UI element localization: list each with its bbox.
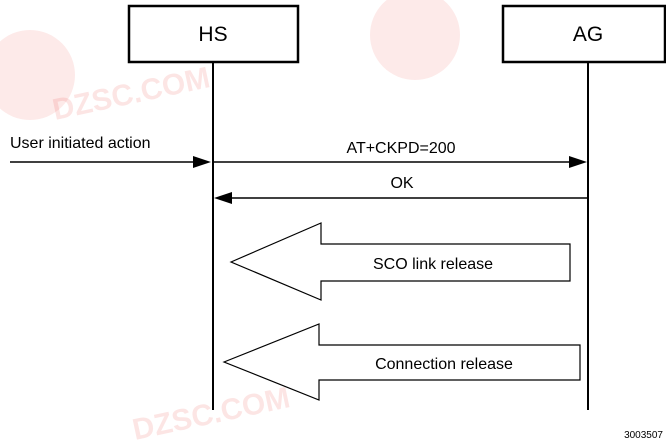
ok-label: OK (390, 175, 413, 192)
hs-entity-label: HS (198, 23, 227, 46)
sco-release-block-arrow (229, 222, 571, 301)
hs-entity: HS (127, 4, 300, 64)
figure-id: 3003507 (624, 430, 663, 441)
user-action-message: User initiated action (10, 135, 211, 168)
ok-arrowhead (214, 192, 232, 204)
sco-release-label: SCO link release (373, 256, 493, 273)
ckpd-message: AT+CKPD=200 (213, 140, 587, 168)
watermark-text-bottom: DZSC.COM (130, 381, 293, 443)
ag-entity-label: AG (573, 23, 603, 46)
watermark-logo-right (370, 0, 460, 80)
conn-release-message: Connection release (222, 323, 581, 401)
ag-entity-box (501, 4, 666, 64)
ok-message: OK (214, 175, 588, 204)
sco-release-message: SCO link release (229, 222, 571, 301)
conn-release-label: Connection release (375, 356, 513, 373)
ckpd-label: AT+CKPD=200 (346, 140, 455, 157)
conn-release-block-arrow (222, 323, 581, 401)
user-action-label: User initiated action (10, 135, 151, 152)
watermark-logo-left (0, 30, 75, 120)
user-action-arrowhead (193, 156, 211, 168)
ckpd-arrowhead (569, 156, 587, 168)
ag-entity: AG (501, 4, 666, 64)
